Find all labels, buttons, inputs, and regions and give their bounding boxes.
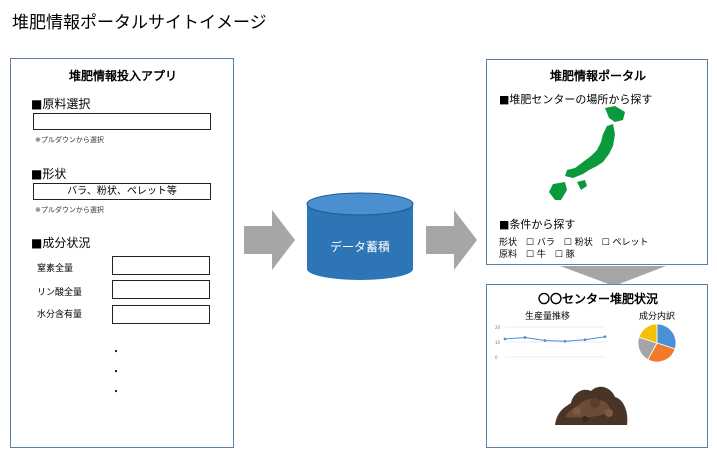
material-filter-row: 原料 ☐ 牛 ☐ 豚 [499, 247, 575, 260]
section-shape: ■形状 [31, 167, 67, 181]
input-app-title: 堆肥情報投入アプリ [68, 69, 177, 83]
chart-tick-label: 20 [495, 325, 501, 330]
option-bara: バラ [536, 238, 555, 248]
shape-filter-label: 形状 [499, 238, 518, 248]
portal-title: 堆肥情報ポータル [549, 69, 646, 83]
checkbox-cow[interactable]: ☐ [525, 250, 534, 260]
database-cylinder-icon [306, 192, 414, 280]
component-label-phosphate: リン酸全量 [37, 288, 83, 298]
option-cow: 牛 [536, 250, 546, 260]
chart-point [503, 337, 507, 341]
composition-label: 成分内訳 [639, 312, 676, 322]
search-by-location-link[interactable]: ■堆肥センターの場所から探す [499, 93, 653, 106]
arrow-right-icon [426, 210, 477, 270]
ellipsis-dot: ・ [111, 367, 121, 378]
production-line-chart: 20 10 0 [495, 325, 607, 360]
chart-tick-label: 10 [495, 340, 501, 345]
material-select[interactable] [33, 113, 211, 130]
center-status-panel: 〇〇センター堆肥状況 生産量推移 成分内訳 20 10 0 [486, 284, 708, 448]
component-label-moisture: 水分含有量 [37, 310, 83, 320]
japan-map-icon[interactable] [543, 104, 633, 204]
option-powder: 粉状 [574, 238, 593, 248]
option-pig: 豚 [565, 250, 575, 260]
chart-tick-label: 0 [495, 355, 498, 360]
checkbox-powder[interactable]: ☐ [563, 238, 572, 248]
shape-filter-row: 形状 ☐ バラ ☐ 粉状 ☐ ペレット [499, 235, 649, 248]
input-app-panel: 堆肥情報投入アプリ ■原料選択 ※プルダウンから選択 ■形状 バラ、粉状、ペレッ… [10, 58, 234, 448]
ellipsis-dot: ・ [111, 347, 121, 358]
ellipsis-dot: ・ [111, 387, 121, 398]
composition-pie-chart [637, 323, 677, 363]
section-material: ■原料選択 [31, 97, 91, 111]
pie-slice [638, 323, 658, 344]
nitrogen-input[interactable] [112, 256, 210, 275]
option-pellet: ペレット [612, 238, 649, 248]
chart-point [523, 336, 527, 339]
arrow-down-icon [560, 266, 666, 286]
checkbox-bara[interactable]: ☐ [525, 238, 534, 248]
pie-slice [656, 323, 677, 350]
component-label-nitrogen: 窒素全量 [37, 264, 74, 274]
center-status-title: 〇〇センター堆肥状況 [537, 292, 658, 306]
chart-point [603, 335, 607, 339]
arrow-right-icon [244, 210, 295, 270]
chart-series-line [504, 336, 606, 342]
phosphate-input[interactable] [112, 280, 210, 299]
material-note: ※プルダウンから選択 [35, 136, 104, 144]
page-title: 堆肥情報ポータルサイトイメージ [12, 13, 267, 33]
portal-panel: 堆肥情報ポータル ■堆肥センターの場所から探す ■条件から探す 形状 ☐ バラ … [486, 59, 708, 265]
shape-select[interactable]: バラ、粉状、ペレット等 [33, 183, 211, 200]
chart-point [583, 338, 587, 342]
section-components: ■成分状況 [31, 236, 91, 250]
database-label: データ蓄積 [329, 240, 390, 254]
checkbox-pellet[interactable]: ☐ [601, 238, 610, 248]
chart-point [543, 339, 547, 342]
shape-note: ※プルダウンから選択 [35, 206, 104, 214]
production-trend-label: 生産量推移 [525, 312, 571, 322]
material-filter-label: 原料 [499, 250, 518, 260]
moisture-input[interactable] [112, 305, 210, 324]
checkbox-pig[interactable]: ☐ [554, 250, 563, 260]
compost-pile-image [555, 386, 628, 425]
search-by-condition-heading: ■条件から探す [499, 218, 576, 231]
chart-point [563, 339, 567, 343]
